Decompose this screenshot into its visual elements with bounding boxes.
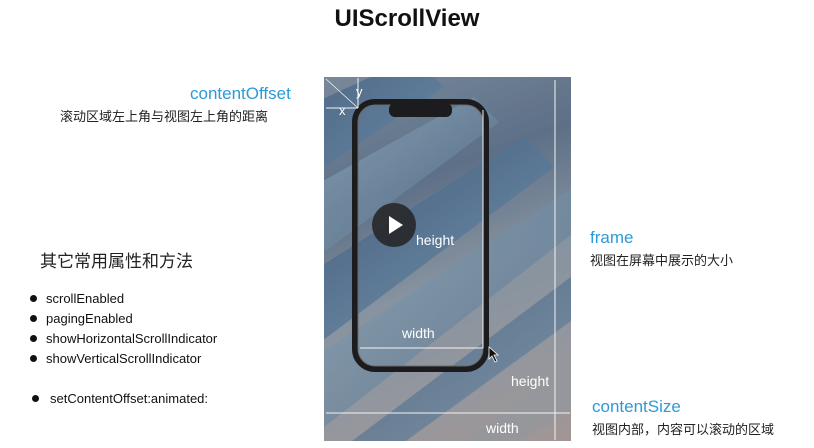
offset-x-text: x — [339, 103, 346, 118]
page-title: UIScrollView — [334, 5, 480, 32]
cursor-arrow-icon — [488, 346, 500, 363]
phone-notch — [389, 103, 452, 117]
other-properties-title: 其它常用属性和方法 — [40, 252, 193, 272]
property-list: scrollEnabled pagingEnabled showHorizont… — [30, 289, 217, 369]
frame-width-text: width — [402, 325, 435, 341]
property-item: pagingEnabled — [30, 309, 217, 329]
frame-height-text: height — [416, 232, 455, 248]
content-width-text: width — [486, 420, 519, 436]
content-height-text: height — [511, 373, 550, 389]
property-item: showHorizontalScrollIndicator — [30, 329, 217, 349]
frame-desc: 视图在屏幕中展示的大小 — [590, 254, 734, 269]
phone-frame — [352, 99, 489, 372]
play-icon[interactable] — [372, 203, 416, 247]
content-offset-desc: 滚动区域左上角与视图左上角的距离 — [60, 110, 269, 125]
content-size-label: contentSize — [592, 397, 681, 416]
property-item: scrollEnabled — [30, 289, 217, 309]
frame-label: frame — [590, 228, 634, 247]
method-item: setContentOffset:animated: — [30, 389, 208, 409]
property-item: showVerticalScrollIndicator — [30, 349, 217, 369]
offset-diagonal-line — [325, 78, 359, 109]
content-size-desc: 视图内部，内容可以滚动的区域 — [592, 423, 775, 438]
content-offset-label: contentOffset — [190, 84, 291, 103]
offset-y-text: y — [356, 84, 363, 99]
